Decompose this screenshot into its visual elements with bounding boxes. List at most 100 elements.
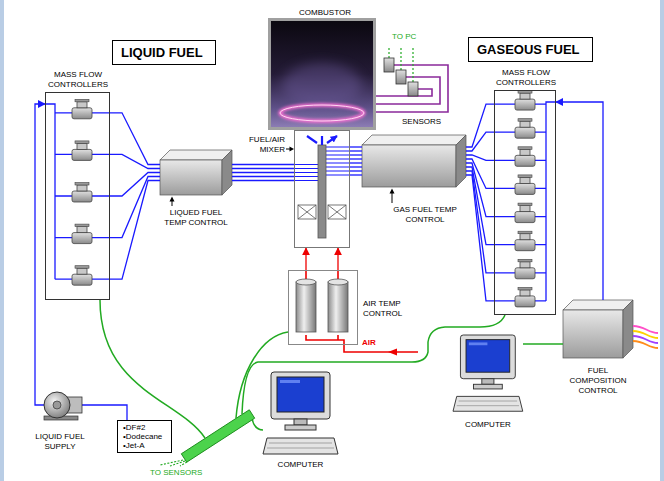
temp-control-box-symbol	[222, 150, 232, 195]
leader-arrow	[286, 149, 290, 150]
leader-arrow	[170, 197, 175, 202]
fuel-line	[232, 168, 294, 169]
sensor-connector	[160, 410, 255, 466]
signal-wires	[100, 300, 205, 438]
flow-controller-valves	[515, 231, 535, 251]
mixer-box: FUEL/AIR MIXER	[294, 130, 350, 248]
control-box: FUEL COMPOSITION CONTROL	[563, 300, 633, 358]
air-heater-symbol	[328, 282, 348, 332]
sensor-symbol	[396, 70, 406, 84]
fuel-line	[350, 154, 362, 155]
flow-controller-valves	[45, 104, 110, 279]
mixer-internals	[298, 205, 346, 219]
signal-wires	[236, 332, 288, 418]
flow-controller-valves	[515, 119, 535, 139]
mixer-internals	[307, 136, 337, 145]
sensor-wires	[376, 46, 448, 112]
fuel-line	[232, 180, 294, 181]
signal-label: TO PC	[392, 32, 416, 42]
node-label: LIQUID FUEL	[121, 45, 207, 60]
flow-controller-valves	[72, 224, 92, 244]
air-heater-symbol	[388, 349, 397, 356]
fuel-line	[232, 172, 294, 173]
node-label: •Jet-A	[123, 441, 166, 450]
signal-label: TO SENSORS	[150, 468, 202, 478]
node-label: GAS FUEL TEMP CONTROL	[386, 205, 464, 225]
sensor-symbol	[408, 82, 418, 96]
sensor-symbol	[384, 58, 394, 72]
temp-control-box: AIR TEMP CONTROL	[288, 270, 358, 345]
composition-wires	[633, 326, 658, 348]
combustor-picture	[282, 63, 362, 107]
flow-controller-valves	[515, 287, 535, 307]
combustor-box: COMBUSTOR	[268, 18, 376, 130]
flow-controller-valves	[72, 141, 92, 161]
air-heater-symbol	[296, 282, 316, 332]
computer-symbol	[263, 372, 338, 454]
temp-control-box-symbol	[456, 135, 466, 187]
flow-controller-valves	[515, 175, 535, 195]
air-heater-symbol	[296, 279, 316, 285]
temp-control-box-symbol	[160, 160, 222, 195]
computer-symbol	[453, 335, 523, 411]
fuel-line	[466, 132, 494, 151]
fuel-line	[350, 150, 362, 151]
node-label: COMBUSTOR	[271, 8, 379, 18]
page-frame	[0, 0, 4, 481]
node-label: •DF#2	[123, 423, 166, 432]
node-label: MASS FLOW CONTROLLERS	[45, 70, 111, 90]
page-frame	[660, 0, 664, 481]
fuel-line	[232, 176, 294, 177]
temp-control-box: LIQUED FUEL TEMP CONTROL	[160, 150, 232, 195]
node-label: COMPUTER	[453, 420, 523, 430]
fuel-line	[110, 113, 160, 165]
fuel-line	[466, 175, 494, 301]
temp-control-box-symbol	[362, 145, 456, 187]
temp-control-box: GAS FUEL TEMP CONTROL	[362, 135, 466, 187]
computer-symbol	[263, 335, 523, 454]
signal-wires	[252, 418, 263, 430]
flow-controller-valves	[72, 266, 92, 286]
pump-symbol	[44, 392, 82, 420]
mixer-internals	[318, 145, 326, 238]
fuel-line	[350, 162, 362, 163]
fuel-line	[350, 158, 362, 159]
sensor-connector	[160, 460, 187, 466]
pump-symbol	[53, 401, 61, 409]
controller-group: MASS FLOW CONTROLLERS	[494, 90, 556, 315]
fuel-line	[110, 181, 160, 280]
leader-arrow	[390, 189, 395, 194]
temp-control-box-symbol	[623, 300, 633, 358]
combustor-picture	[280, 105, 364, 121]
fuel-line	[350, 146, 362, 147]
node-label: AIR TEMP CONTROL	[363, 299, 413, 319]
temp-control-box-symbol	[563, 310, 623, 358]
computer-node: COMPUTER	[263, 372, 338, 457]
temp-control-box-symbol	[362, 135, 466, 145]
node-label: FUEL/AIR MIXER	[231, 135, 285, 155]
part-label: SENSORS	[402, 117, 441, 127]
flow-controller-valves	[72, 183, 92, 203]
combustor-picture	[271, 21, 373, 127]
header-box: GASEOUS FUEL	[468, 37, 593, 62]
temp-control-box-symbol	[160, 135, 633, 358]
header-box: LIQUID FUEL	[112, 40, 216, 65]
node-label: FUEL COMPOSITION CONTROL	[563, 366, 633, 396]
signal-line	[523, 343, 563, 344]
signal-wires	[100, 300, 505, 438]
flow-controller-valves	[45, 91, 556, 307]
air-line	[337, 248, 338, 270]
flow-controller-valves	[515, 91, 535, 111]
combustor-picture	[271, 21, 373, 127]
flow-controller-valves	[72, 99, 92, 119]
air-heater-symbol	[296, 270, 418, 356]
sensor-connector	[181, 410, 254, 462]
fuel-line	[232, 164, 294, 165]
flow-controller-valves	[494, 102, 556, 301]
fuel-line	[350, 166, 362, 167]
fuel-line	[350, 174, 362, 175]
node-label: COMPUTER	[263, 460, 338, 470]
leader-arrow	[392, 193, 393, 203]
